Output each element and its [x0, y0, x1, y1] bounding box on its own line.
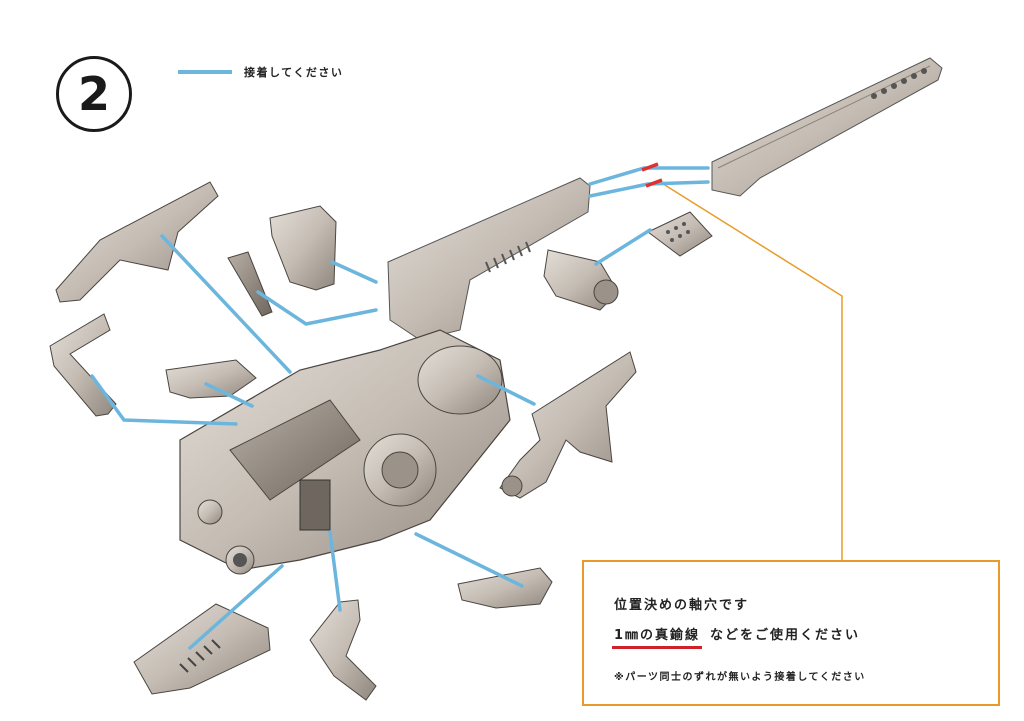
- upper-left-bracket-part: [55, 181, 219, 303]
- bottom-vent-plate-part: [133, 603, 271, 695]
- step-number: 2: [77, 67, 110, 121]
- legend: 接着してください: [178, 64, 343, 80]
- note-line-brass-wire: 1㎜の真鍮線 などをご使用ください: [611, 624, 861, 649]
- bottom-right-panel-part: [457, 567, 553, 609]
- note-callout-box: 位置決めの軸穴です 1㎜の真鍮線 などをご使用ください ※パーツ同士のずれが無い…: [582, 560, 1000, 706]
- step-number-badge: 2: [56, 56, 132, 132]
- upper-fin-part: [711, 57, 943, 197]
- engine-nozzle-part: [543, 249, 619, 311]
- note-line-pin-hole: 位置決めの軸穴です: [614, 598, 750, 613]
- legend-label: 接着してください: [244, 66, 344, 79]
- slotted-vent-part: [227, 251, 273, 317]
- left-leg-bracket-part: [49, 313, 117, 417]
- legend-glue-line-swatch: [178, 70, 232, 74]
- note-brass-wire-emphasis: 1㎜の真鍮線: [611, 624, 703, 649]
- brass-pin-indicators: [641, 162, 663, 188]
- bottom-leg-part: [309, 599, 377, 701]
- note-line-alignment-warning: ※パーツ同士のずれが無いよう接着してください: [614, 672, 866, 683]
- right-claw-part: [499, 351, 637, 499]
- perforated-cover-part: [647, 211, 713, 257]
- curved-small-panel-part: [165, 359, 257, 399]
- box-cover-part: [269, 205, 337, 291]
- central-body-assembly: [179, 329, 511, 575]
- main-boom-part: [387, 177, 591, 341]
- glue-guide-lines: [90, 166, 710, 650]
- note-brass-wire-rest: などをご使用ください: [710, 628, 861, 643]
- callout-leader-line: [659, 181, 843, 560]
